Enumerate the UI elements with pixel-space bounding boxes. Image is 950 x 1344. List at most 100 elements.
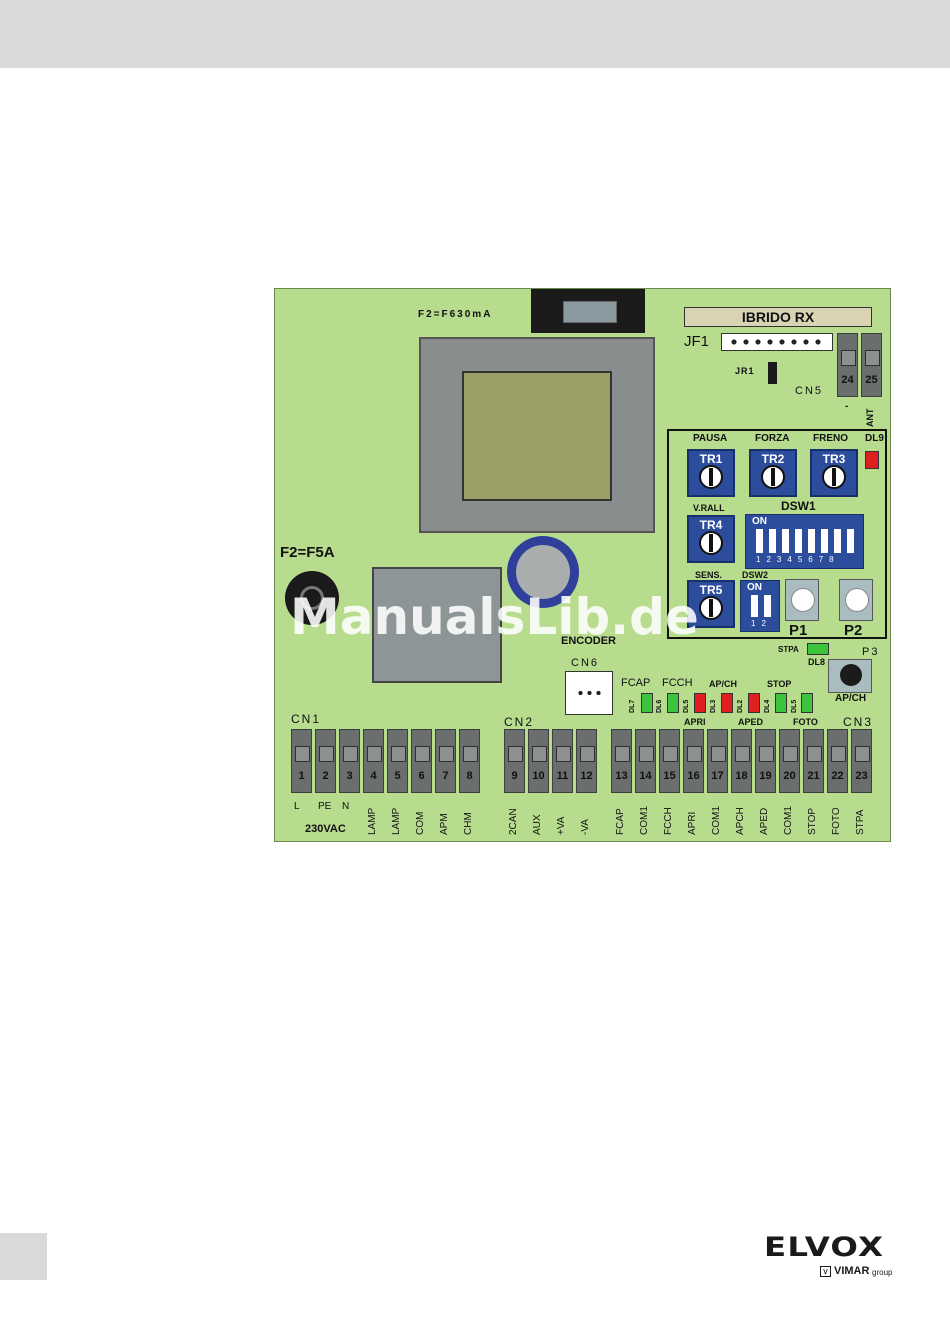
terminal-number: 19 [759, 770, 772, 782]
led-name-dl3: DL3 [710, 699, 717, 713]
trimmer-caption-vrall: V.RALL [693, 503, 725, 513]
led-label-apch: AP/CH [709, 679, 738, 689]
cn3-label: CN3 [843, 715, 874, 729]
dsw2-label: DSW2 [742, 570, 769, 580]
apch-button-label: AP/CH [835, 693, 867, 704]
terminal-label: FOTO [831, 807, 842, 835]
terminal-number: 23 [855, 770, 868, 782]
cn5-sub-ant: ANT [865, 408, 875, 428]
terminal-16: 16 [683, 729, 704, 793]
transformer [419, 337, 655, 533]
terminal-number: 16 [687, 770, 700, 782]
terminal-number: 13 [615, 770, 628, 782]
terminal-number: 14 [639, 770, 652, 782]
voltage-label: 230VAC [305, 823, 346, 835]
terminal-18: 18 [731, 729, 752, 793]
terminal-number: 1 [298, 770, 305, 782]
relay-block [372, 567, 502, 683]
sub-brand: VIMAR [834, 1265, 870, 1277]
dip-switch-dsw1[interactable]: ON 12345678 [745, 514, 864, 569]
terminal-22: 22 [827, 729, 848, 793]
led-name-dl2: DL2 [737, 699, 744, 713]
terminal-label: COM1 [639, 806, 650, 835]
terminal-label: COM [415, 811, 426, 835]
jr1-label: JR1 [735, 366, 755, 376]
button-p3[interactable] [828, 659, 872, 693]
trimmer-tr5[interactable]: TR5 [687, 580, 735, 628]
fuse-holder-top [531, 289, 645, 333]
terminal-6: 6 [411, 729, 432, 793]
dl9-label: DL9 [865, 433, 884, 444]
terminal-label: PE [318, 801, 332, 812]
fuse-top [563, 301, 617, 323]
fuse-left [285, 571, 339, 625]
terminal-label: L [294, 801, 300, 812]
terminal-7: 7 [435, 729, 456, 793]
terminal-number: 17 [711, 770, 724, 782]
led-dl4 [775, 693, 787, 713]
p1-label: P1 [789, 622, 808, 639]
terminal-17: 17 [707, 729, 728, 793]
dsw2-on-label: ON [747, 582, 762, 593]
terminal-2: 2 [315, 729, 336, 793]
led-dl6 [667, 693, 679, 713]
button-p1[interactable] [785, 579, 819, 621]
terminal-20: 20 [779, 729, 800, 793]
led-name-dl7: DL7 [629, 699, 636, 713]
terminal-23: 23 [851, 729, 872, 793]
terminal-label: STOP [807, 807, 818, 835]
led-label-foto: FOTO [793, 717, 818, 727]
led-dl9 [865, 451, 879, 469]
fuse-top-label: F2=F630mA [418, 309, 493, 320]
dsw1-on-label: ON [752, 516, 767, 527]
encoder-label: ENCODER [561, 635, 617, 647]
dip-switch-dsw2[interactable]: ON 12 [740, 580, 780, 632]
led-name-dl5a: DL5 [683, 699, 690, 713]
terminal-13: 13 [611, 729, 632, 793]
terminal-number: 4 [370, 770, 377, 782]
watermark: ManualsLib.de [290, 588, 699, 646]
jf1-connector [721, 333, 833, 351]
led-dl7 [641, 693, 653, 713]
terminal-9: 9 [504, 729, 525, 793]
terminal-number: 11 [556, 770, 569, 782]
control-board-diagram: F2=F630mA F2=F5A IBRIDO RX JF1 JR1 CN5 2… [274, 288, 891, 842]
terminal-label: APRI [687, 811, 698, 835]
terminal-number: 20 [783, 770, 796, 782]
trimmer-tr2[interactable]: TR2 [749, 449, 797, 497]
terminal-14: 14 [635, 729, 656, 793]
transformer-core [462, 371, 612, 501]
trimmer-tr3[interactable]: TR3 [810, 449, 858, 497]
terminal-number: 21 [807, 770, 820, 782]
terminal-number: 7 [442, 770, 449, 782]
capacitor [507, 536, 579, 608]
trimmer-tr4[interactable]: TR4 [687, 515, 735, 563]
terminal-label: FCCH [663, 807, 674, 835]
terminal-label: COM1 [783, 806, 794, 835]
trimmer-caption-forza: FORZA [755, 433, 790, 444]
terminal-label: LAMP [391, 807, 402, 835]
jf1-label: JF1 [684, 333, 710, 350]
led-name-dl6: DL6 [656, 699, 663, 713]
terminal-label: APM [439, 813, 450, 835]
dsw2-numbers: 12 [751, 619, 772, 628]
terminal-number: 5 [394, 770, 401, 782]
terminal-label: AUX [532, 814, 543, 835]
terminal-label: APED [759, 807, 770, 835]
terminal-number: 8 [466, 770, 473, 782]
terminal-8: 8 [459, 729, 480, 793]
vimar-icon: v [820, 1266, 831, 1277]
cn5-terminal-25: 25 [861, 333, 882, 397]
trimmer-tr1[interactable]: TR1 [687, 449, 735, 497]
terminal-label: FCAP [615, 808, 626, 835]
button-p2[interactable] [839, 579, 873, 621]
brand-name: ELVOX [764, 1232, 885, 1263]
sub-brand-suffix: group [872, 1268, 893, 1277]
terminal-15: 15 [659, 729, 680, 793]
led-name-dl4: DL4 [764, 699, 771, 713]
terminal-label: 2CAN [508, 808, 519, 835]
terminal-number: 18 [735, 770, 748, 782]
p2-label: P2 [844, 622, 863, 639]
trimmer-caption-freno: FRENO [813, 433, 848, 444]
terminal-19: 19 [755, 729, 776, 793]
